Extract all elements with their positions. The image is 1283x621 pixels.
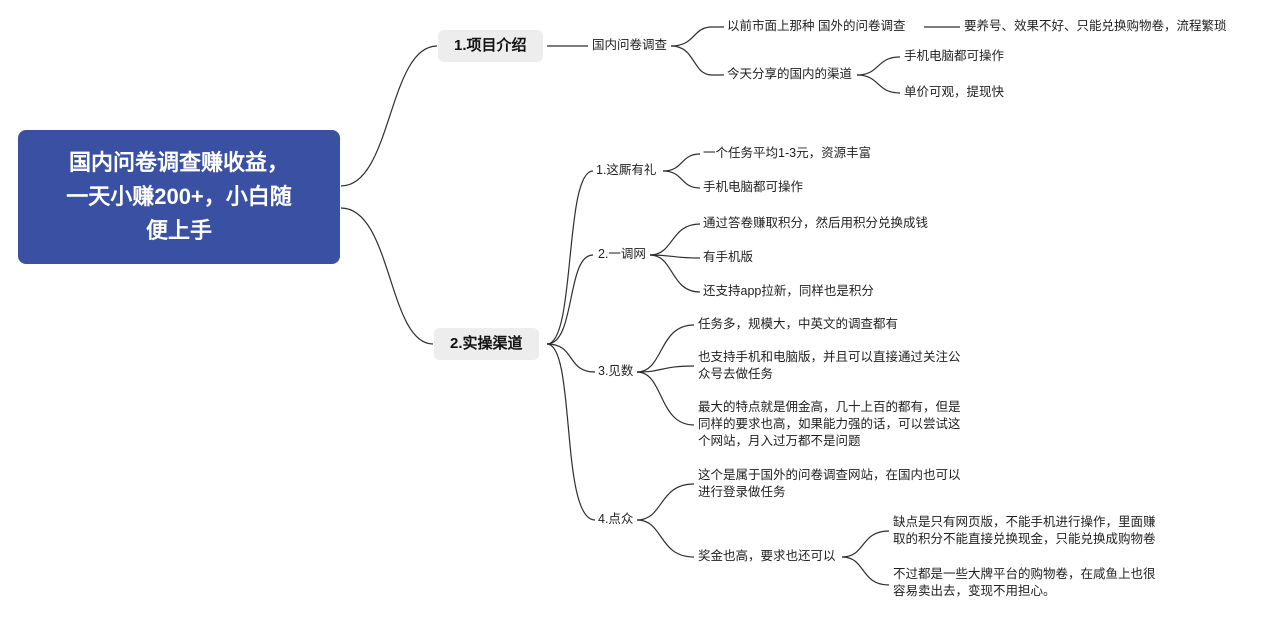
connector-line — [636, 324, 695, 373]
connector-line — [662, 170, 701, 189]
node-p4-point-1: 这个是属于国外的问卷调查网站，在国内也可以进行登录做任务 — [698, 468, 961, 499]
node-p1-point-2: 手机电脑都可操作 — [703, 180, 804, 194]
connector-line — [856, 74, 901, 94]
node-p1-point-1: 一个任务平均1-3元，资源丰富 — [703, 146, 872, 160]
connector-line — [636, 519, 695, 558]
connector-line — [546, 343, 596, 373]
connector-line — [649, 254, 701, 293]
node-today-channel: 今天分享的国内的渠道 — [727, 67, 853, 81]
connector-line — [636, 371, 695, 426]
node-platform-2: 2.一调网 — [598, 247, 646, 261]
connector-line — [662, 153, 701, 172]
node-p3-point-2: 也支持手机和电脑版，并且可以直接通过关注公众号去做任务 — [698, 350, 961, 381]
connector-line — [841, 530, 890, 558]
connector-line — [636, 483, 695, 521]
node-p4-point-2: 奖金也高，要求也还可以 — [698, 549, 836, 563]
branch-practical-channels: 2.实操渠道 — [434, 328, 539, 360]
node-old-foreign-issues: 要养号、效果不好、只能兑换购物卷，流程繁琐 — [964, 19, 1227, 33]
connector-line — [841, 556, 890, 586]
node-today-point-mobile-pc: 手机电脑都可操作 — [904, 49, 1005, 63]
root-topic-line: 一天小赚200+，小白随 — [66, 184, 292, 209]
node-platform-1: 1.这厮有礼 — [596, 163, 657, 177]
node-platform-4: 4.点众 — [598, 512, 634, 526]
connector-line — [340, 45, 438, 187]
root-topic-line: 便上手 — [145, 218, 212, 243]
connector-line — [340, 207, 434, 345]
node-p2-point-2: 有手机版 — [703, 250, 754, 264]
node-p4-bonus-sub-1: 缺点是只有网页版，不能手机进行操作，里面赚取的积分不能直接兑换现金，只能兑换成购… — [893, 515, 1156, 546]
root-topic-line: 国内问卷调查赚收益， — [68, 150, 289, 175]
connector-line — [649, 223, 701, 256]
node-old-foreign-survey: 以前市面上那种 国外的问卷调查 — [727, 19, 906, 33]
node-p2-point-3: 还支持app拉新，同样也是积分 — [703, 284, 874, 298]
node-today-point-price: 单价可观，提现快 — [904, 85, 1005, 99]
branch-project-intro: 1.项目介绍 — [438, 30, 543, 62]
node-platform-3: 3.见数 — [598, 364, 634, 378]
node-p2-point-1: 通过答卷赚取积分，然后用积分兑换成钱 — [703, 216, 929, 230]
connector-line — [670, 26, 724, 47]
connector-line — [546, 254, 594, 345]
connector-line — [636, 365, 695, 373]
node-domestic-survey: 国内问卷调查 — [592, 38, 668, 52]
connector-line — [856, 56, 901, 76]
node-p3-point-3: 最大的特点就是佣金高，几十上百的都有，但是同样的要求也高，如果能力强的话，可以尝… — [698, 400, 961, 448]
connector-line — [546, 170, 594, 345]
connector-line — [670, 45, 724, 76]
node-p3-point-1: 任务多，规模大，中英文的调查都有 — [698, 317, 899, 331]
node-p4-bonus-sub-2: 不过都是一些大牌平台的购物卷，在咸鱼上也很容易卖出去，变现不用担心。 — [893, 567, 1156, 598]
connector-line — [546, 343, 596, 521]
root-topic: 国内问卷调查赚收益， 一天小赚200+，小白随 便上手 — [18, 130, 340, 264]
